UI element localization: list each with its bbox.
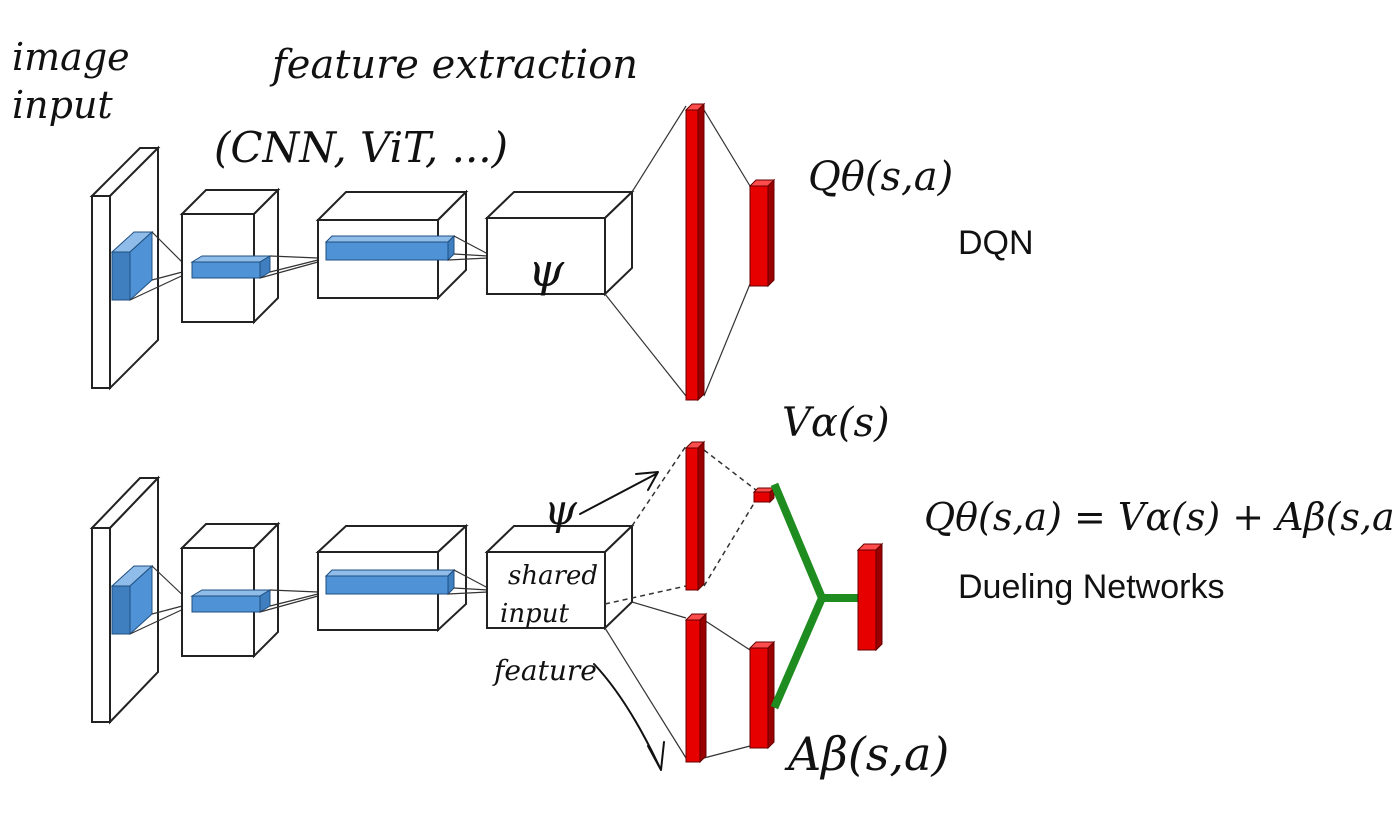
- image-input-label-2: input: [12, 83, 113, 127]
- input-kernel-2: [110, 564, 154, 636]
- input-kernel: [110, 230, 154, 302]
- q-theta-label: Qθ(s,a): [808, 154, 953, 200]
- advantage-fc-layer: [684, 612, 708, 764]
- fc-layer-dqn: [684, 102, 706, 402]
- dueling-network: [89, 440, 884, 764]
- a-beta-label: Aβ(s,a): [784, 727, 949, 781]
- shared-label-1: shared: [508, 561, 598, 591]
- value-fc-layer: [684, 440, 706, 592]
- v-alpha-label: Vα(s): [782, 400, 890, 446]
- advantage-output-layer: [748, 640, 776, 750]
- merge-connector: [770, 482, 862, 710]
- feature-extraction-label: feature extraction: [269, 42, 638, 88]
- dqn-network: [89, 102, 776, 402]
- psi-top-label: ψ: [528, 243, 565, 297]
- q-combined-output-layer: [856, 542, 884, 652]
- feature-arrow: [593, 663, 665, 771]
- shared-label-3: feature: [492, 654, 597, 687]
- conv-block-1: [179, 187, 281, 325]
- shared-label-2: input: [500, 599, 569, 629]
- dueling-label: Dueling Networks: [958, 568, 1224, 606]
- equation-label: Qθ(s,a) = Vα(s) + Aβ(s,a): [924, 495, 1393, 539]
- image-input-label-1: image: [12, 35, 130, 79]
- conv-block-2b: [315, 523, 469, 633]
- psi-arrow: [579, 471, 659, 515]
- q-output-layer: [748, 178, 776, 288]
- backbones-label: (CNN, ViT, ...): [214, 123, 508, 172]
- value-output-node: [752, 486, 776, 504]
- conv-block-1b: [179, 521, 281, 659]
- conv-block-2: [315, 189, 469, 301]
- feature-block-psi: [484, 189, 635, 297]
- shared-feature-block: [484, 523, 635, 631]
- psi-bottom-label: ψ: [544, 485, 578, 534]
- dqn-label: DQN: [958, 224, 1034, 262]
